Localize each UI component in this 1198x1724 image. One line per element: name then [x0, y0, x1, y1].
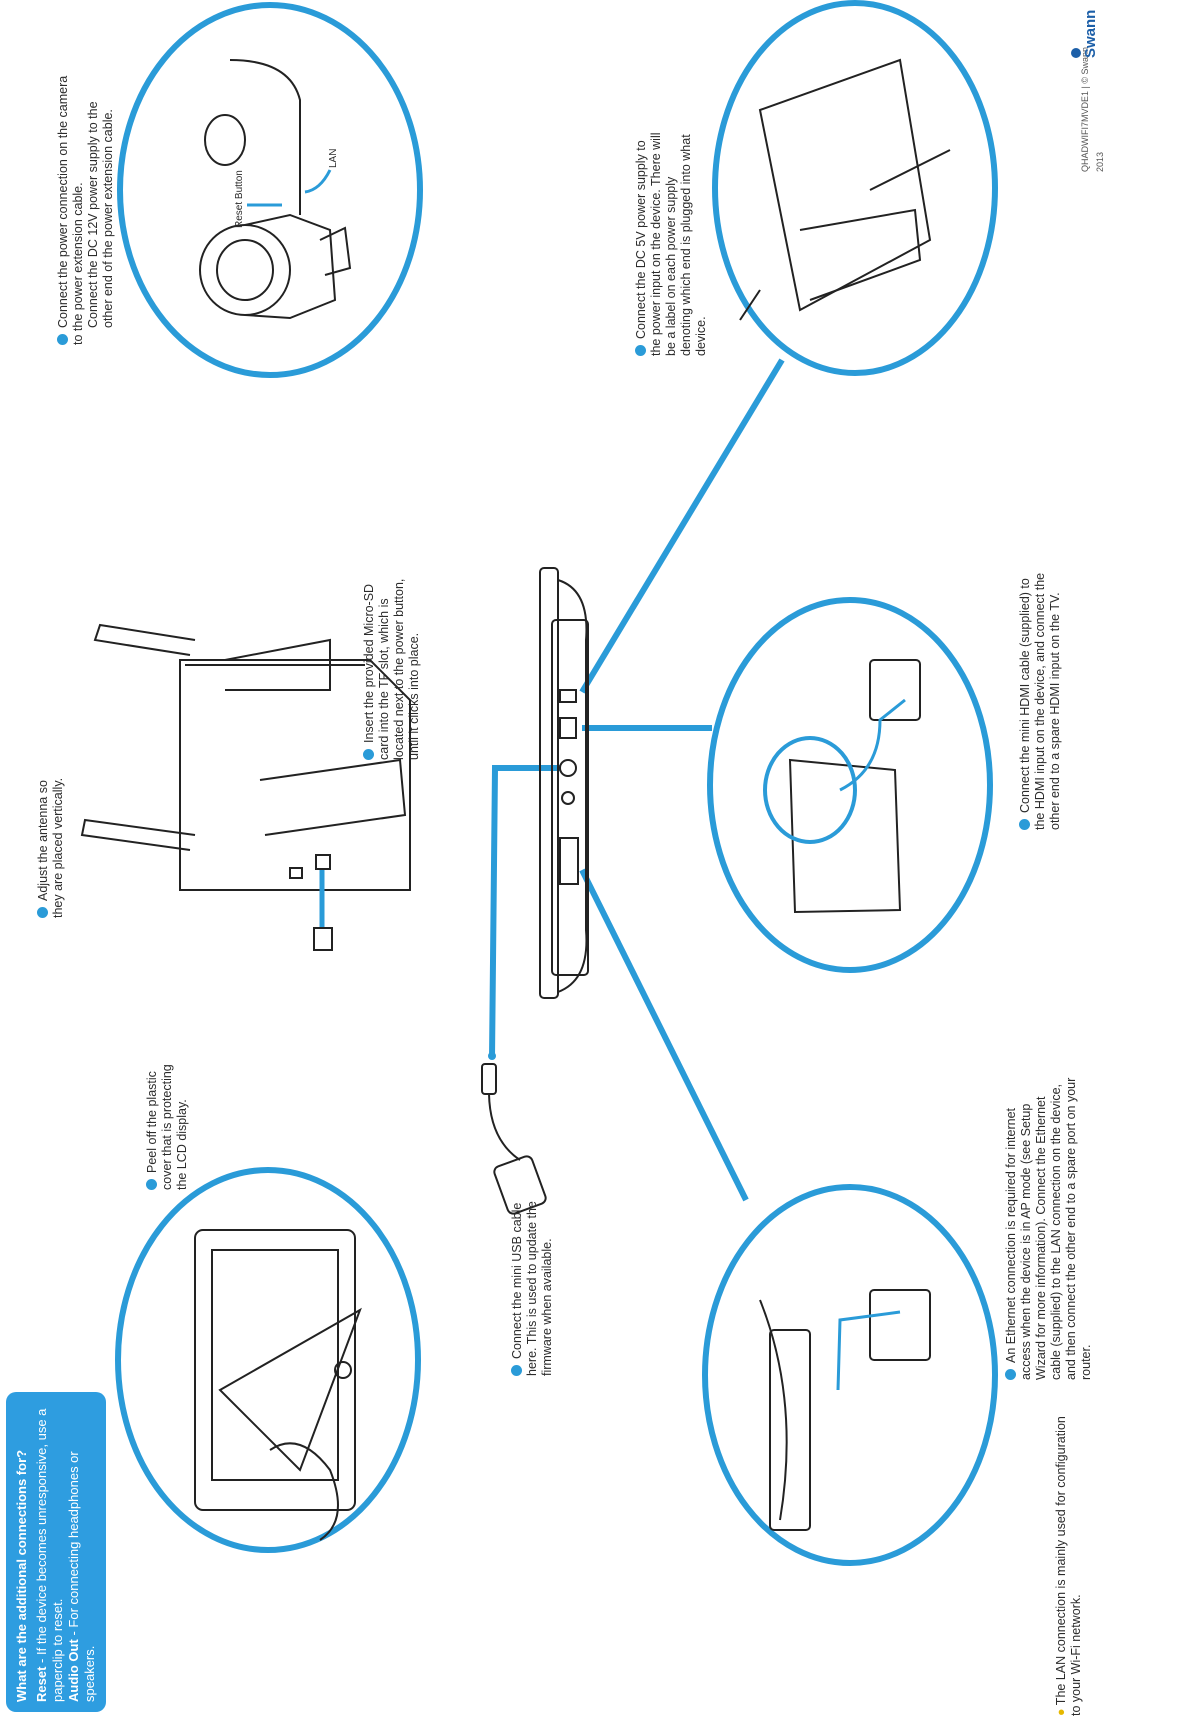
bullet-icon [1005, 1369, 1016, 1380]
bullet-icon [511, 1365, 522, 1376]
step-camera-power: Connect the power connection on the came… [56, 75, 115, 345]
lightbulb-icon: ● [1054, 1708, 1068, 1716]
swann-logo-icon [1071, 48, 1081, 58]
camera-illustration [199, 59, 352, 320]
usb-cable-icon [481, 1063, 547, 1215]
hdmi-circle [707, 597, 993, 973]
info-box-audio: Audio Out - For connecting headphones or… [66, 1451, 97, 1702]
callout-lan: LAN [328, 148, 339, 168]
peel-cover-illustration [194, 1229, 362, 1541]
step-ethernet: An Ethernet connection is required for i… [1004, 1077, 1093, 1380]
step-mini-usb: Connect the mini USB cable here. This is… [510, 1201, 554, 1376]
camera-circle [117, 2, 423, 378]
step-hdmi: Connect the mini HDMI cable (supplied) t… [1018, 572, 1062, 830]
usb-dot [488, 1052, 496, 1060]
bullet-icon [363, 749, 374, 760]
step-dc5v: Connect the DC 5V power supply to the po… [634, 132, 708, 356]
additional-connections-text: What are the additional connections for?… [6, 1392, 106, 1712]
power-adapter-illustration [739, 58, 951, 321]
step-micro-sd: Insert the provided Micro-SD card into t… [362, 578, 421, 760]
power-supply-circle [712, 0, 998, 376]
sd-card-icon [313, 927, 333, 951]
lan-line [579, 868, 749, 1202]
info-box-reset: Reset - If the device becomes unresponsi… [34, 1408, 65, 1702]
bullet-icon [1019, 819, 1030, 830]
tablet-with-antennas [80, 623, 411, 891]
callout-reset-button: Reset Button [234, 170, 245, 228]
device-side-view [539, 567, 589, 999]
lan-note: ● The LAN connection is mainly used for … [1054, 1416, 1083, 1716]
ethernet-circle [702, 1184, 998, 1566]
swann-logo: Swann [1068, 0, 1099, 58]
info-box-title: What are the additional connections for? [14, 1449, 29, 1702]
peel-cover-circle [115, 1167, 421, 1553]
step-camera-dc12: Connect the DC 12V power supply to the o… [86, 101, 115, 328]
tv-hdmi-illustration [763, 659, 921, 914]
lan-callout-line [304, 169, 332, 194]
ethernet-cable-line [836, 1310, 901, 1391]
router-ethernet-illustration [759, 1289, 931, 1531]
power-line [579, 358, 785, 694]
bullet-icon [57, 334, 68, 345]
step-peel-cover: Peel off the plastic cover that is prote… [145, 1064, 189, 1190]
bullet-icon [146, 1179, 157, 1190]
bullet-icon [635, 345, 646, 356]
additional-connections-box: What are the additional connections for?… [6, 1392, 106, 1712]
bullet-icon [37, 907, 48, 918]
step-antenna: Adjust the antenna so they are placed ve… [36, 777, 65, 918]
hdmi-cable-line [839, 698, 906, 792]
